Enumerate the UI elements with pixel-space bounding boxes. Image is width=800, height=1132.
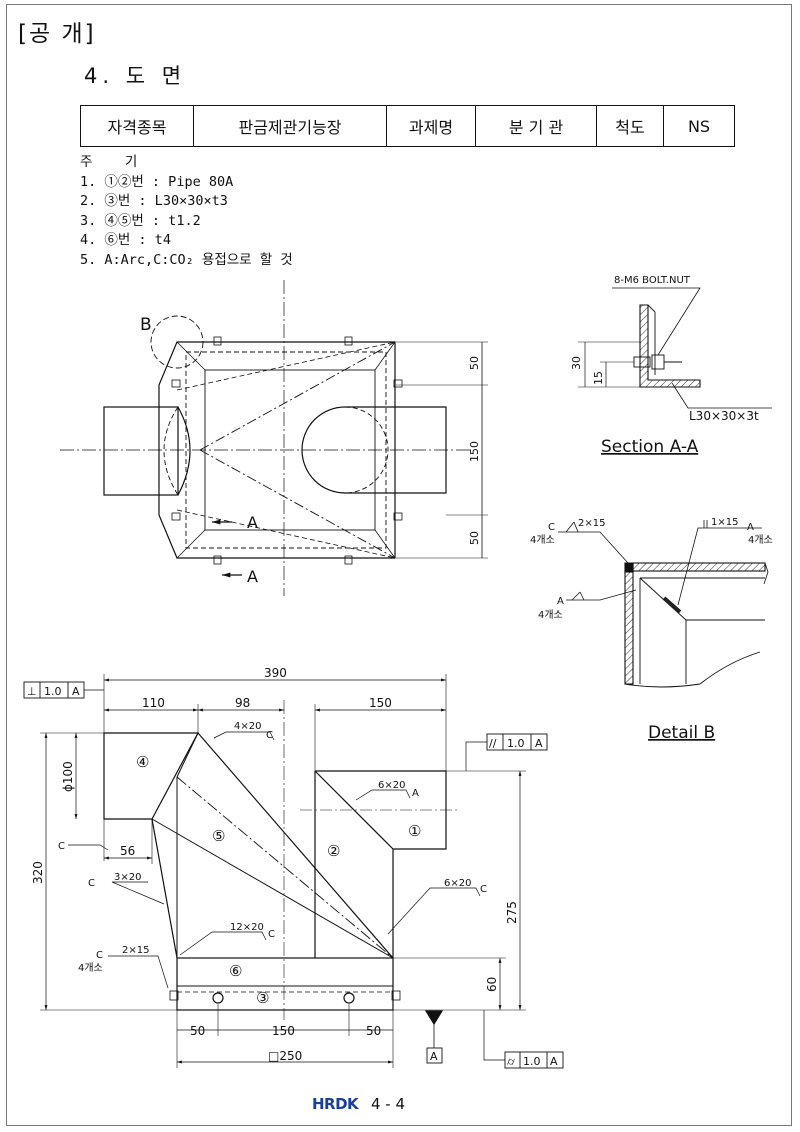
weld-spec: 2×15 — [122, 945, 149, 956]
dim-150: 150 — [369, 696, 392, 710]
angle-note: L30×30×3t — [689, 409, 759, 423]
bolt-note: 8-M6 BOLT.NUT — [614, 275, 691, 286]
dim-15: 15 — [592, 371, 605, 385]
section-aa — [578, 287, 772, 409]
dim-150-bottom: 150 — [272, 1024, 295, 1038]
detail-b-title: Detail B — [648, 723, 715, 743]
weld-count: 4개소 — [530, 534, 555, 546]
dim-50-bottom: 50 — [468, 531, 481, 545]
footer: HRDK 4 - 4 — [312, 1095, 405, 1113]
weld-letter: A — [747, 522, 754, 533]
weld-letter: A — [557, 596, 564, 607]
cyl-value: 1.0 — [523, 1055, 541, 1068]
weld-letter: C — [88, 878, 95, 889]
dim-50-top: 50 — [468, 356, 481, 370]
weld-letter: C — [58, 841, 65, 852]
dim-60: 60 — [485, 977, 499, 992]
perp-symbol: ⊥ — [27, 685, 37, 698]
weld-letter: A — [412, 788, 419, 799]
weld-spec: 4×20 — [234, 721, 261, 732]
detail-b — [558, 520, 769, 688]
weld-letter: C — [548, 522, 555, 533]
note-item: 1. ①②번 : Pipe 80A — [80, 173, 234, 190]
par-ref: A — [535, 737, 543, 750]
weld-letter: C — [266, 730, 273, 741]
page-number: 4 - 4 — [370, 1095, 406, 1113]
dim-98: 98 — [235, 696, 250, 710]
detail-marker: B — [140, 315, 152, 335]
weld-spec: 6×20 — [444, 878, 471, 889]
note-item: 4. ⑥번 : t4 — [80, 232, 171, 248]
hrdk-logo: HRDK — [312, 1095, 359, 1113]
dim-390: 390 — [264, 666, 287, 680]
top-view-labels: B A A — [140, 315, 258, 586]
perp-value: 1.0 — [44, 685, 62, 698]
dim-320: 320 — [31, 861, 45, 884]
dim-50-left: 50 — [190, 1024, 205, 1038]
part-6: ⑥ — [229, 962, 242, 980]
weld-spec: 1×15 — [711, 517, 738, 528]
weld-letter: C — [268, 929, 275, 940]
dim-110: 110 — [142, 696, 165, 710]
dim-56: 56 — [120, 844, 135, 858]
top-view — [60, 280, 488, 596]
weld-letter: C — [96, 950, 103, 961]
notes: 주 기 1. ①②번 : Pipe 80A 2. ③번 : L30×30×t3 … — [80, 153, 293, 270]
datum-label: A — [430, 1050, 438, 1063]
dim-150: 150 — [468, 441, 481, 462]
perp-ref: A — [72, 685, 80, 698]
weld-spec: 3×20 — [114, 872, 141, 883]
weld-count: 4개소 — [538, 609, 563, 621]
front-view — [23, 674, 564, 1069]
scale-value: NS — [663, 105, 735, 147]
detail-b-labels: C 2×15 4개소 1×15 A 4개소 A 4개소 Detail B — [530, 517, 773, 743]
section-aa-labels: 8-M6 BOLT.NUT L30×30×3t 30 15 Section A-… — [570, 275, 759, 457]
task-value: 분 기 관 — [475, 105, 597, 147]
section-a-label: A — [247, 567, 258, 586]
weld-count: 4개소 — [78, 962, 103, 974]
dim-30: 30 — [570, 356, 583, 370]
section-title: 4. 도 면 — [84, 64, 187, 88]
par-value: 1.0 — [507, 737, 525, 750]
front-view-labels: ⊥ 1.0 A // 1.0 A ⌭ 1.0 A A 390 110 98 15… — [27, 666, 558, 1068]
weld-spec: 6×20 — [378, 780, 405, 791]
dim-dia100: ϕ100 — [61, 761, 75, 792]
note-item: 5. A:Arc,C:CO₂ 용접으로 할 것 — [80, 251, 293, 268]
page-frame — [6, 4, 792, 1126]
par-symbol: // — [489, 737, 497, 750]
dim-50-right: 50 — [366, 1024, 381, 1038]
part-5: ⑤ — [212, 827, 225, 845]
note-item: 2. ③번 : L30×30×t3 — [80, 193, 228, 209]
part-2: ② — [327, 842, 340, 860]
weld-letter: C — [480, 884, 487, 895]
notes-title: 주 기 — [80, 154, 138, 170]
part-3: ③ — [256, 989, 269, 1007]
label-scale: 척도 — [596, 105, 664, 147]
label-item: 자격종목 — [80, 105, 194, 147]
weld-count: 4개소 — [748, 534, 773, 546]
dim-275: 275 — [505, 901, 519, 924]
label-task: 과제명 — [386, 105, 476, 147]
section-a-label: A — [247, 513, 258, 532]
page-tag: [공 개] — [18, 21, 96, 47]
header-table: 자격종목 판금제관기능장 과제명 분 기 관 척도 NS — [80, 105, 735, 147]
note-item: 3. ④⑤번 : t1.2 — [80, 212, 201, 229]
cyl-symbol: ⌭ — [507, 1055, 515, 1068]
part-4: ④ — [136, 753, 149, 771]
dim-sq250: □250 — [268, 1049, 302, 1063]
weld-spec: 12×20 — [230, 922, 264, 933]
part-1: ① — [408, 822, 421, 840]
weld-spec: 2×15 — [578, 518, 605, 529]
cyl-ref: A — [550, 1055, 558, 1068]
section-aa-title: Section A-A — [601, 437, 699, 457]
